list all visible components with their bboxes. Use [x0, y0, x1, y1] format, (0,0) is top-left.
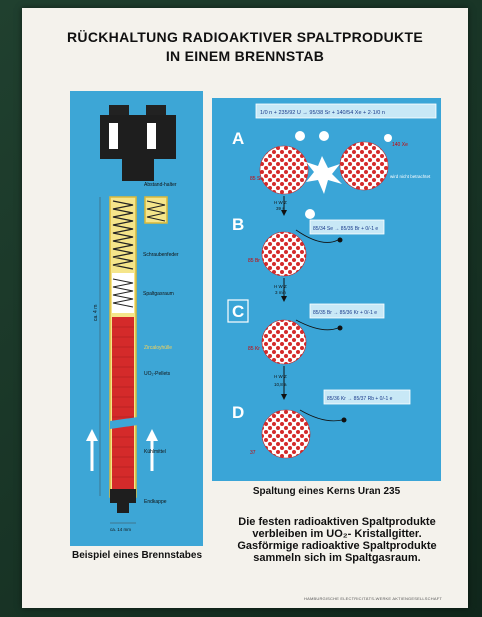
label-pellets: UO₂-Pellets: [144, 371, 171, 377]
label-coolant: Kühlmittel: [144, 449, 166, 455]
equation-d-box: [323, 389, 411, 405]
end-cap-pin: [117, 503, 129, 513]
halflife-b: 39 s: [276, 206, 285, 211]
publisher-footer: HAMBURGISCHE ELECTRICITÄTS-WERKE AKTIENG…: [304, 596, 442, 601]
nucleus-kr: [261, 319, 307, 365]
step-c-box: [227, 299, 249, 323]
label-spacer: Abstand-halter: [144, 182, 177, 188]
title-line-1: RÜCKHALTUNG RADIOAKTIVER SPALTPRODUKTE: [67, 29, 423, 45]
title-line-2: IN EINEM BRENNSTAB: [165, 48, 325, 64]
conclusion-line-2: verbleiben im UO₂- Kristallgitter.: [252, 528, 422, 540]
halflife-d: 10,8 a: [274, 382, 287, 387]
conclusion-line-3: Gasförmige radioaktive Spaltprodukte: [237, 540, 437, 552]
fuel-rod-panel: Abstand-halter Schraubenfeder Spaltgasra…: [70, 91, 203, 546]
label-diameter: ca. 14 mm: [110, 527, 131, 532]
label-xe: 140 Xe: [392, 142, 408, 148]
fission-flash: [306, 156, 342, 194]
arrow-b-c-head: [281, 296, 287, 302]
neutron-b: [305, 209, 315, 219]
nucleus-se: [259, 145, 309, 195]
equation-b-box: [309, 219, 385, 235]
nucleus-xe: [339, 141, 389, 191]
neutron-a3: [384, 134, 392, 142]
rod-caption: Beispiel eines Brennstabes: [71, 550, 203, 561]
conclusion-line-4: sammeln sich im Spaltgasraum.: [253, 552, 421, 564]
neutron-a2: [319, 131, 329, 141]
label-rb: 37: [250, 450, 256, 456]
equation-top: 1/0 n + 235/92 U → 95/38 Sr + 140/54 Xe …: [260, 110, 385, 116]
electron-c: [337, 325, 343, 331]
equation-top-box: [255, 103, 437, 119]
fission-diagram: 1/0 n + 235/92 U → 95/38 Sr + 140/54 Xe …: [227, 103, 437, 459]
equation-c-box: [309, 303, 385, 319]
arrow-c-d-head: [281, 394, 287, 400]
hwz-c: H W Z: [274, 374, 287, 379]
arrow-a-b-head: [281, 210, 287, 216]
label-br: 85 Br: [248, 258, 260, 264]
hwz-a: H W Z: [274, 200, 287, 205]
equation-b: 85/34 Se → 85/35 Br + 0/-1 e: [313, 226, 378, 232]
electron-b: [337, 237, 343, 243]
uo2-pellet-stack: [110, 317, 138, 489]
gas-spring: [112, 278, 134, 308]
decay-arrow-d: [299, 409, 343, 422]
label-kr: 85 Kr: [248, 346, 260, 352]
nucleus-rb: [261, 409, 311, 459]
decay-arrow-b: [295, 229, 339, 243]
equation-d: 85/36 Kr → 85/37 Rb + 0/-1 e: [327, 396, 393, 402]
conclusion-text: Die festen radioaktiven Spaltprodukte ve…: [208, 516, 466, 564]
fission-caption: Spaltung eines Kerns Uran 235: [252, 486, 401, 497]
neutron-a1: [295, 131, 305, 141]
spacer-grid: [100, 105, 176, 181]
end-cap: [110, 489, 136, 503]
coolant-arrows: [86, 429, 158, 471]
label-gas: Spaltgasraum: [143, 291, 174, 297]
conclusion-line-1: Die festen radioaktiven Spaltprodukte: [238, 516, 436, 528]
step-d-letter: D: [232, 403, 244, 422]
spring: [112, 200, 134, 270]
poster: RÜCKHALTUNG RADIOAKTIVER SPALTPRODUKTE I…: [22, 8, 468, 608]
equation-c: 85/35 Br → 85/36 Kr + 0/-1 e: [313, 310, 377, 316]
label-cladding: Zircaloyhülle: [144, 345, 172, 351]
label-spring: Schraubenfeder: [143, 252, 179, 258]
step-b-letter: B: [232, 215, 244, 234]
spring-2: [146, 200, 166, 222]
electron-d: [341, 417, 347, 423]
hwz-b: H W Z: [274, 284, 287, 289]
nucleus-br: [261, 231, 307, 277]
fuel-rod-diagram: Abstand-halter Schraubenfeder Spaltgasra…: [86, 105, 179, 532]
label-endcap: Endkappe: [144, 499, 167, 505]
label-se: 85 Se: [250, 176, 263, 182]
fission-panel: 1/0 n + 235/92 U → 95/38 Sr + 140/54 Xe …: [212, 98, 441, 481]
step-a-letter: A: [232, 129, 244, 148]
halflife-c: 3 min: [275, 290, 287, 295]
step-c-letter: C: [232, 302, 244, 321]
label-length: ca. 4 m: [93, 305, 99, 321]
note-xe: wird nicht betrachtet: [390, 174, 431, 179]
decay-arrow-c: [295, 319, 339, 331]
poster-title: RÜCKHALTUNG RADIOAKTIVER SPALTPRODUKTE I…: [22, 28, 468, 66]
